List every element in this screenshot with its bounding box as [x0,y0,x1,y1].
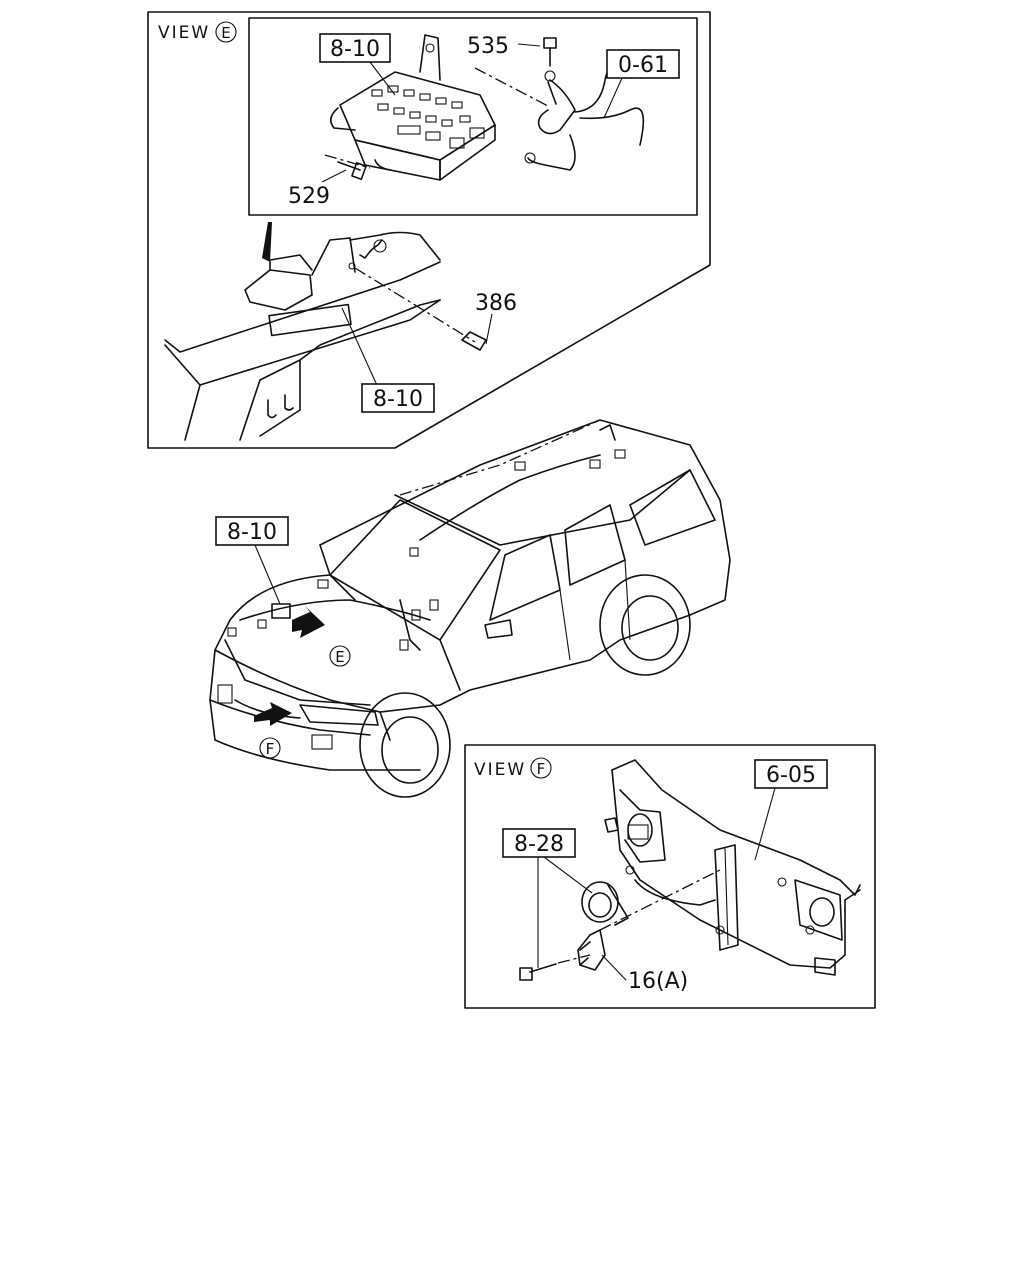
view-e-circle [215,21,237,43]
part-label-8-10-top: 8-10 [330,37,380,62]
part-label-6-05: 6-05 [766,763,816,788]
part-label-16a: 16(A) [628,969,688,994]
vehicle-f-circle [259,737,281,759]
view-f-circle-letter: F [537,760,546,778]
view-e-detail-box [248,17,698,216]
view-e-circle-letter: E [221,24,230,42]
arrow-e-icon [292,606,325,638]
part-label-8-28: 8-28 [514,832,564,857]
part-box-8-10-bottom [361,383,435,413]
part-label-535: 535 [467,34,509,59]
view-f-panel: VIEW F [464,744,876,1009]
part-label-0-61: 0-61 [618,53,668,78]
view-e-title: VIEW [158,23,210,43]
part-label-8-10-bottom: 8-10 [373,387,423,412]
part-box-vehicle-8-10 [215,516,289,546]
arrow-f-icon [254,702,292,726]
part-box-8-10-top [319,33,391,63]
bolt-drawing [519,954,591,981]
part-label-vehicle-8-10: 8-10 [227,520,277,545]
vehicle-f-letter: F [266,740,275,758]
part-label-386: 386 [475,291,517,316]
part-box-6-05 [754,759,828,789]
horn-drawing [581,881,629,926]
engine-bay-drawing [164,222,493,441]
vehicle-drawing: E F 8-10 [209,419,731,798]
bolt-535-drawing [474,37,557,107]
part-box-8-28 [502,828,576,858]
view-f-title: VIEW [474,760,526,780]
bracket-drawing [577,929,606,971]
part-label-529: 529 [288,184,330,209]
radiator-support-drawing [599,759,861,976]
vehicle-e-circle [329,645,351,667]
view-f-circle [530,757,552,779]
bolt-529-drawing [321,154,371,183]
view-e-panel: VIEW E [147,11,711,449]
vehicle-e-letter: E [335,648,344,666]
part-box-0-61 [606,49,680,79]
harness-0-61-drawing [524,63,645,171]
